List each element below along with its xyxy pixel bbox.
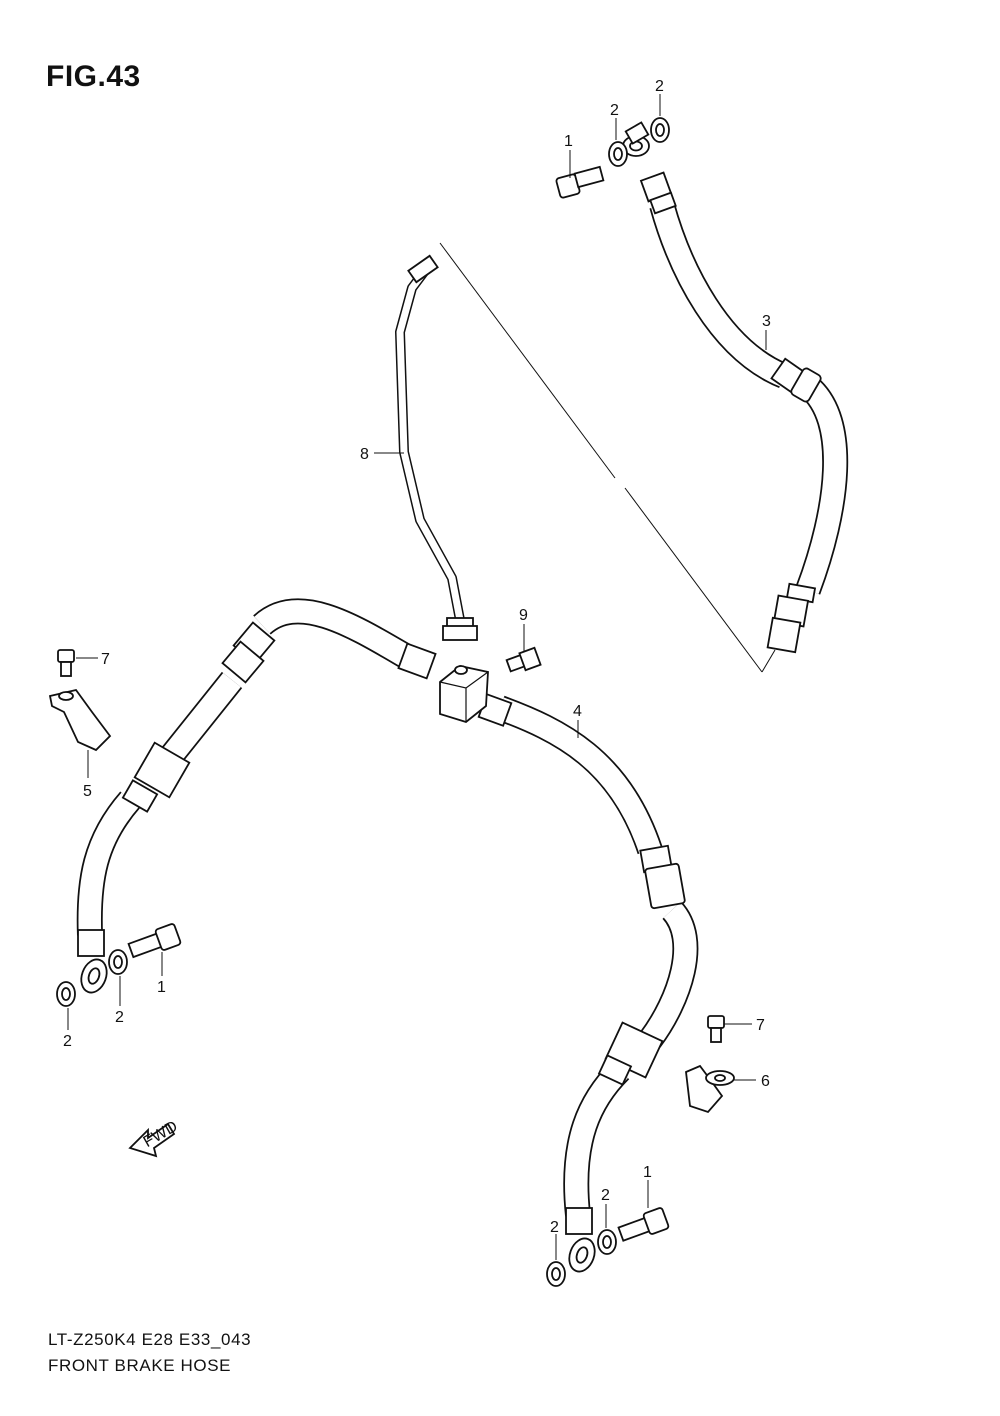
washer-2-lower-a xyxy=(546,1261,566,1287)
callout-3: 3 xyxy=(762,313,771,330)
brake-hose-4-left xyxy=(76,598,437,994)
callout-2-lower-a: 2 xyxy=(550,1219,559,1236)
banjo-bolt-1-left xyxy=(127,923,182,959)
callout-labels: 1 2 2 3 8 9 4 7 5 1 2 2 7 6 1 2 2 xyxy=(63,78,771,1236)
callout-9: 9 xyxy=(519,607,528,624)
callout-7-right: 7 xyxy=(756,1017,765,1034)
washer-2-left-b xyxy=(108,949,128,975)
brake-pipe-8 xyxy=(395,254,478,641)
callout-5: 5 xyxy=(83,783,92,800)
clamp-5 xyxy=(48,688,112,752)
connection-line xyxy=(439,242,776,673)
fwd-arrow-icon: FWD xyxy=(128,1118,181,1158)
callout-2-lower-b: 2 xyxy=(601,1187,610,1204)
brake-hose-4-right xyxy=(477,693,699,1273)
callout-8: 8 xyxy=(360,446,369,463)
callout-1-lower: 1 xyxy=(643,1164,652,1181)
bolt-7-left xyxy=(57,649,75,677)
clamp-6 xyxy=(685,1064,735,1114)
washer-2-upper-b xyxy=(650,117,670,143)
callout-2-upper-a: 2 xyxy=(610,102,619,119)
brake-hose-3 xyxy=(622,121,849,654)
bleeder-bolt-9 xyxy=(505,646,542,673)
leader-lines xyxy=(67,94,767,1260)
callout-1-left: 1 xyxy=(157,979,166,996)
bolt-7-right xyxy=(707,1015,725,1043)
drawing-code: LT-Z250K4 E28 E33_043 xyxy=(48,1330,252,1349)
callout-2-left-a: 2 xyxy=(63,1033,72,1050)
drawing-name: FRONT BRAKE HOSE xyxy=(48,1356,232,1375)
callout-1-upper: 1 xyxy=(564,133,573,150)
banjo-bolt-1-lower xyxy=(617,1207,670,1242)
callout-4: 4 xyxy=(573,703,582,720)
fwd-label: FWD xyxy=(141,1118,181,1151)
callout-2-left-b: 2 xyxy=(115,1009,124,1026)
callout-2-upper-b: 2 xyxy=(655,78,664,95)
callout-6: 6 xyxy=(761,1073,770,1090)
three-way-joint xyxy=(439,665,489,724)
washer-2-lower-b xyxy=(597,1229,617,1255)
callout-7-left: 7 xyxy=(101,651,110,668)
banjo-bolt-1-upper xyxy=(555,165,605,199)
washer-2-upper-a xyxy=(608,141,628,167)
washer-2-left-a xyxy=(56,981,76,1007)
figure-title: FIG.43 xyxy=(46,60,141,93)
